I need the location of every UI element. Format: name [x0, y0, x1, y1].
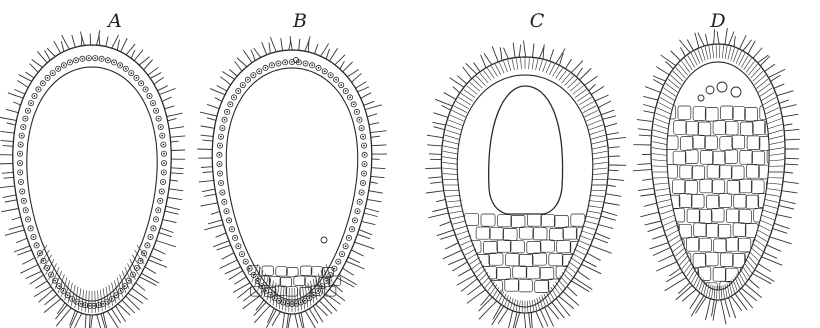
figure-d-apical-spheres — [698, 82, 741, 101]
figure-b-small-cell — [321, 237, 327, 243]
figure-c-cavity — [489, 86, 563, 214]
figure-d-cilia — [633, 29, 799, 325]
figure-b-inner-wall — [226, 68, 357, 300]
figure-a-embryo — [0, 30, 185, 328]
figure-d-embryo — [633, 29, 799, 325]
figure-b-embryo — [198, 36, 387, 328]
figure-a-basal-striations — [37, 245, 147, 313]
figure-b-cilia — [198, 36, 387, 328]
figure-a-cell-layer — [17, 56, 166, 309]
figure-a-outer-wall — [13, 45, 171, 315]
figure-c-embryo — [426, 41, 626, 328]
